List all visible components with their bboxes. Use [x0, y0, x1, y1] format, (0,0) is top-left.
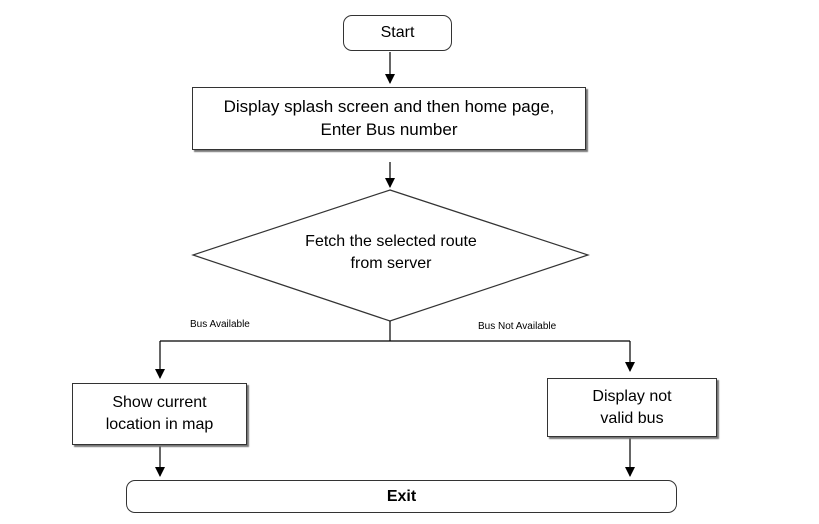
display-home-node: Display splash screen and then home page…	[192, 87, 586, 150]
start-label: Start	[380, 24, 415, 42]
fetch-route-label: Fetch the selected route from server	[305, 233, 477, 272]
show-location-node: Show current location in map	[72, 383, 247, 445]
start-node: Start	[343, 15, 452, 51]
exit-node: Exit	[126, 480, 677, 513]
branch-label-no: Bus Not Available	[478, 321, 557, 332]
show-location-label: Show current location in map	[105, 394, 214, 433]
branch-label-yes: Bus Available	[190, 319, 250, 330]
display-invalid-label: Display not valid bus	[592, 387, 672, 427]
fetch-route-label-wrap: Fetch the selected route from server	[293, 228, 489, 278]
display-invalid-node: Display not valid bus	[547, 378, 717, 437]
exit-label: Exit	[386, 487, 417, 505]
display-home-label: Display splash screen and then home page…	[223, 96, 555, 139]
